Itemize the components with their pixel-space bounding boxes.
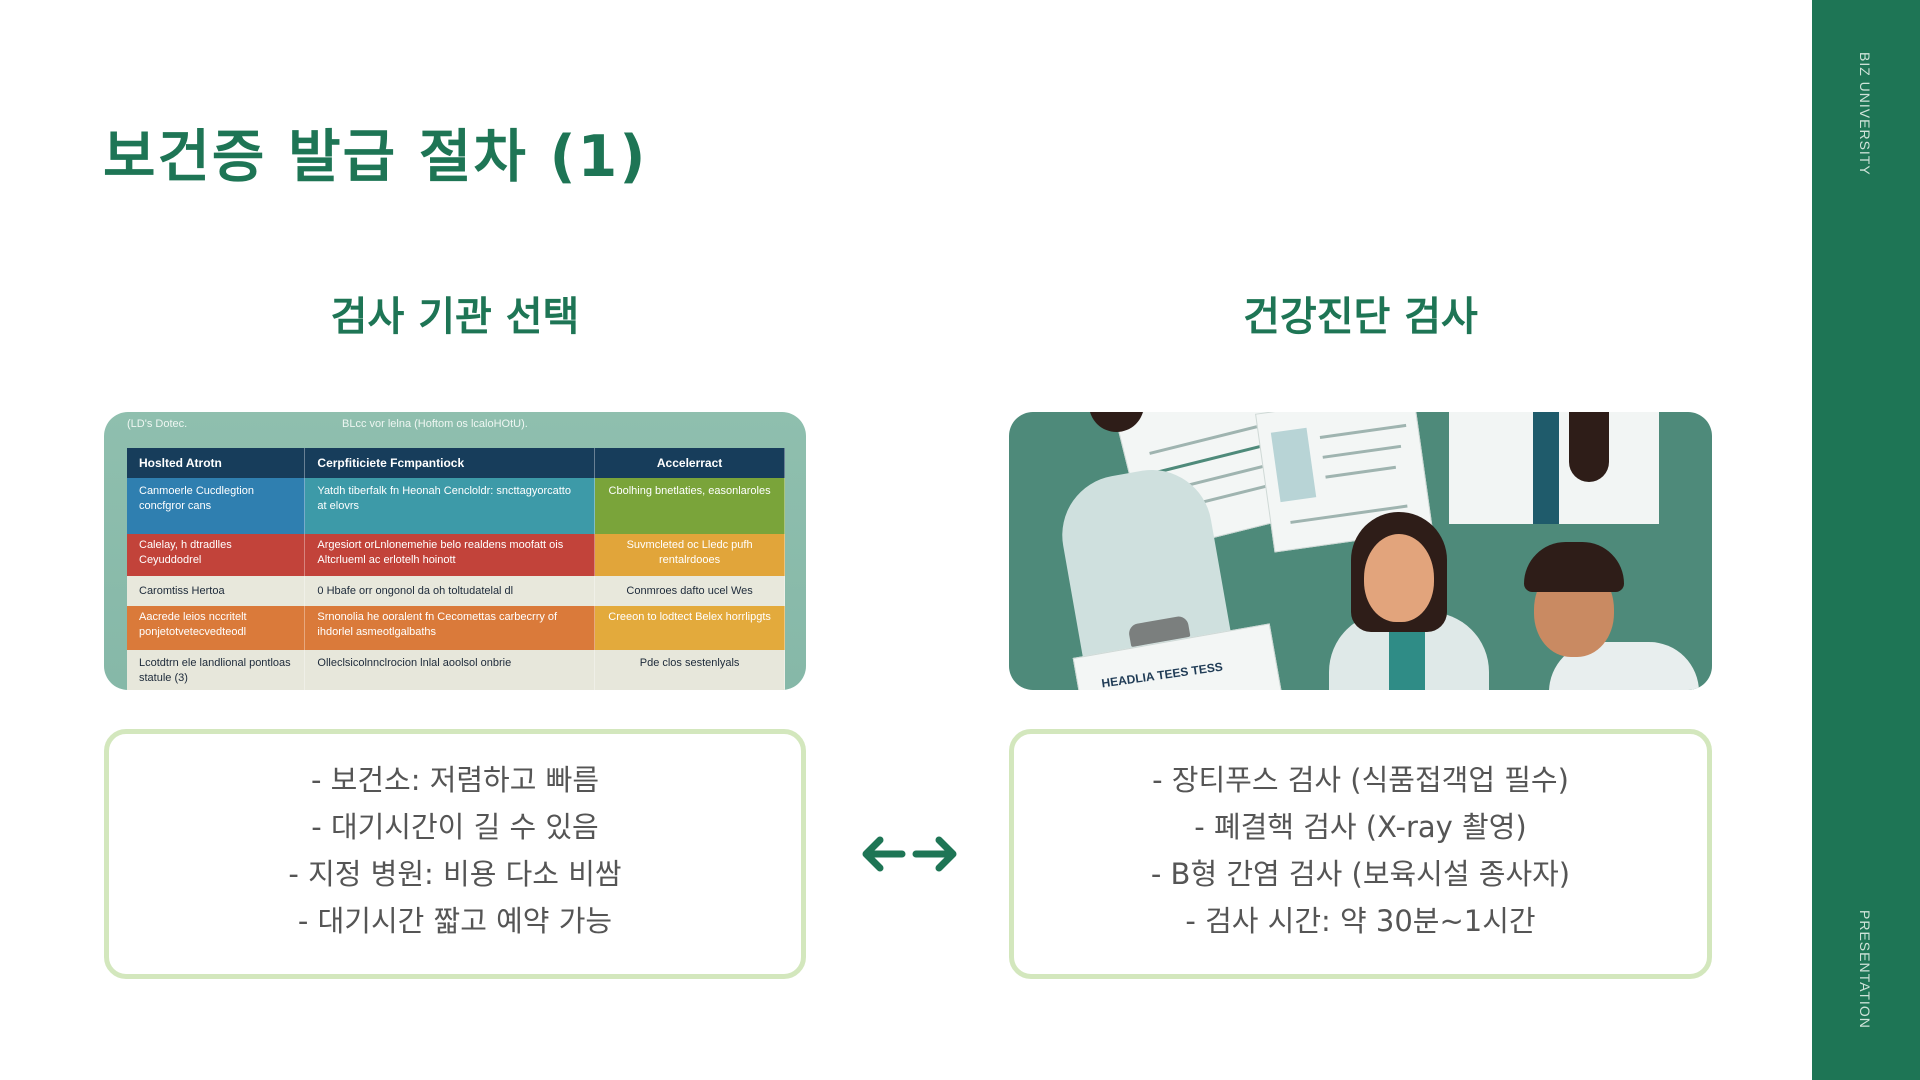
double-arrow-icon bbox=[862, 836, 957, 872]
image-table: Hoslted Atrotn Cerpfiticiete Fcmpantiock… bbox=[127, 448, 785, 690]
table-header: Accelerract bbox=[594, 448, 785, 478]
bullet-line: - 대기시간이 길 수 있음 bbox=[311, 810, 599, 844]
table-cell: Yatdh tiberfalk fn Heonah Cencloldr: snc… bbox=[304, 478, 596, 534]
slide-title: 보건증 발급 절차 (1) bbox=[103, 124, 648, 190]
table-header: Hoslted Atrotn bbox=[127, 448, 306, 478]
bullet-line: - 장티푸스 검사 (식품접객업 필수) bbox=[1152, 763, 1569, 797]
bullet-line: - 폐결핵 검사 (X-ray 촬영) bbox=[1194, 810, 1527, 844]
image-caption-right: BLcc vor lelna (Hoftom os lcaloHOtU). bbox=[342, 418, 528, 430]
table-cell: Argesiort orLnlonemehie belo realdens mo… bbox=[304, 534, 596, 576]
table-cell: Creeon to lodtect Belex horrlipgts bbox=[594, 606, 785, 650]
table-cell: 0 Hbafe orr ongonol da oh toltudatelal d… bbox=[304, 576, 596, 606]
table-header: Cerpfiticiete Fcmpantiock bbox=[304, 448, 596, 478]
left-column: 검사 기관 선택 (LD's Dotec. BLcc vor lelna (Ho… bbox=[104, 0, 806, 1080]
right-info-box: - 장티푸스 검사 (식품접객업 필수) - 폐결핵 검사 (X-ray 촬영)… bbox=[1009, 729, 1712, 979]
table-row: Canmoerle Cucdlegtion concfgror cans Yat… bbox=[127, 478, 785, 534]
table-cell: Cbolhing bnetlaties, easonlaroles bbox=[594, 478, 785, 534]
table-row: Caromtiss Hertoa 0 Hbafe orr ongonol da … bbox=[127, 576, 785, 606]
table-cell: Conmroes dafto ucel Wes bbox=[594, 576, 785, 606]
sidebar-band bbox=[1812, 0, 1920, 1080]
institution-table-image: (LD's Dotec. BLcc vor lelna (Hoftom os l… bbox=[104, 412, 806, 690]
table-cell: Caromtiss Hertoa bbox=[127, 576, 306, 606]
table-cell: Srnonolia he ooralent fn Cecomettas carb… bbox=[304, 606, 596, 650]
table-row: Calelay, h dtradlles Ceyuddodrel Argesio… bbox=[127, 534, 785, 576]
right-column: 건강진단 검사 H bbox=[1009, 0, 1712, 1080]
right-heading: 건강진단 검사 bbox=[1243, 294, 1478, 340]
table-row: Aacrede leios nccritelt ponjetotvetecved… bbox=[127, 606, 785, 650]
bullet-line: - 검사 시간: 약 30분~1시간 bbox=[1185, 904, 1536, 938]
right-arrow-icon bbox=[912, 836, 957, 872]
left-info-box: - 보건소: 저렴하고 빠름 - 대기시간이 길 수 있음 - 지정 병원: 비… bbox=[104, 729, 806, 979]
table-cell: Pde clos sestenlyals bbox=[594, 650, 785, 690]
bullet-line: - B형 간염 검사 (보육시설 종사자) bbox=[1150, 857, 1571, 891]
bullet-line: - 지정 병원: 비용 다소 비쌈 bbox=[288, 857, 622, 891]
table-cell: Olleclsicolnnclrocion lnlal aoolsol onbr… bbox=[304, 650, 596, 690]
table-cell: Suvmcleted oc Lledc pufh rentalrdooes bbox=[594, 534, 785, 576]
table-cell: Aacrede leios nccritelt ponjetotvetecved… bbox=[127, 606, 306, 650]
table-cell: Calelay, h dtradlles Ceyuddodrel bbox=[127, 534, 306, 576]
left-arrow-icon bbox=[862, 836, 906, 872]
table-cell: Lcotdtrn ele landlional pontloas statule… bbox=[127, 650, 306, 690]
table-row: Lcotdtrn ele landlional pontloas statule… bbox=[127, 650, 785, 690]
left-heading: 검사 기관 선택 bbox=[330, 294, 580, 340]
medical-illustration-image: HEADLIA TEES TESS bbox=[1009, 412, 1712, 690]
bullet-line: - 보건소: 저렴하고 빠름 bbox=[310, 763, 599, 797]
image-caption-left: (LD's Dotec. bbox=[127, 418, 188, 430]
table-cell: Canmoerle Cucdlegtion concfgror cans bbox=[127, 478, 306, 534]
presentation-label: PRESENTATION bbox=[1857, 910, 1873, 1029]
bullet-line: - 대기시간 짧고 예약 가능 bbox=[297, 904, 613, 938]
brand-label: BIZ UNIVERSITY bbox=[1857, 52, 1873, 176]
